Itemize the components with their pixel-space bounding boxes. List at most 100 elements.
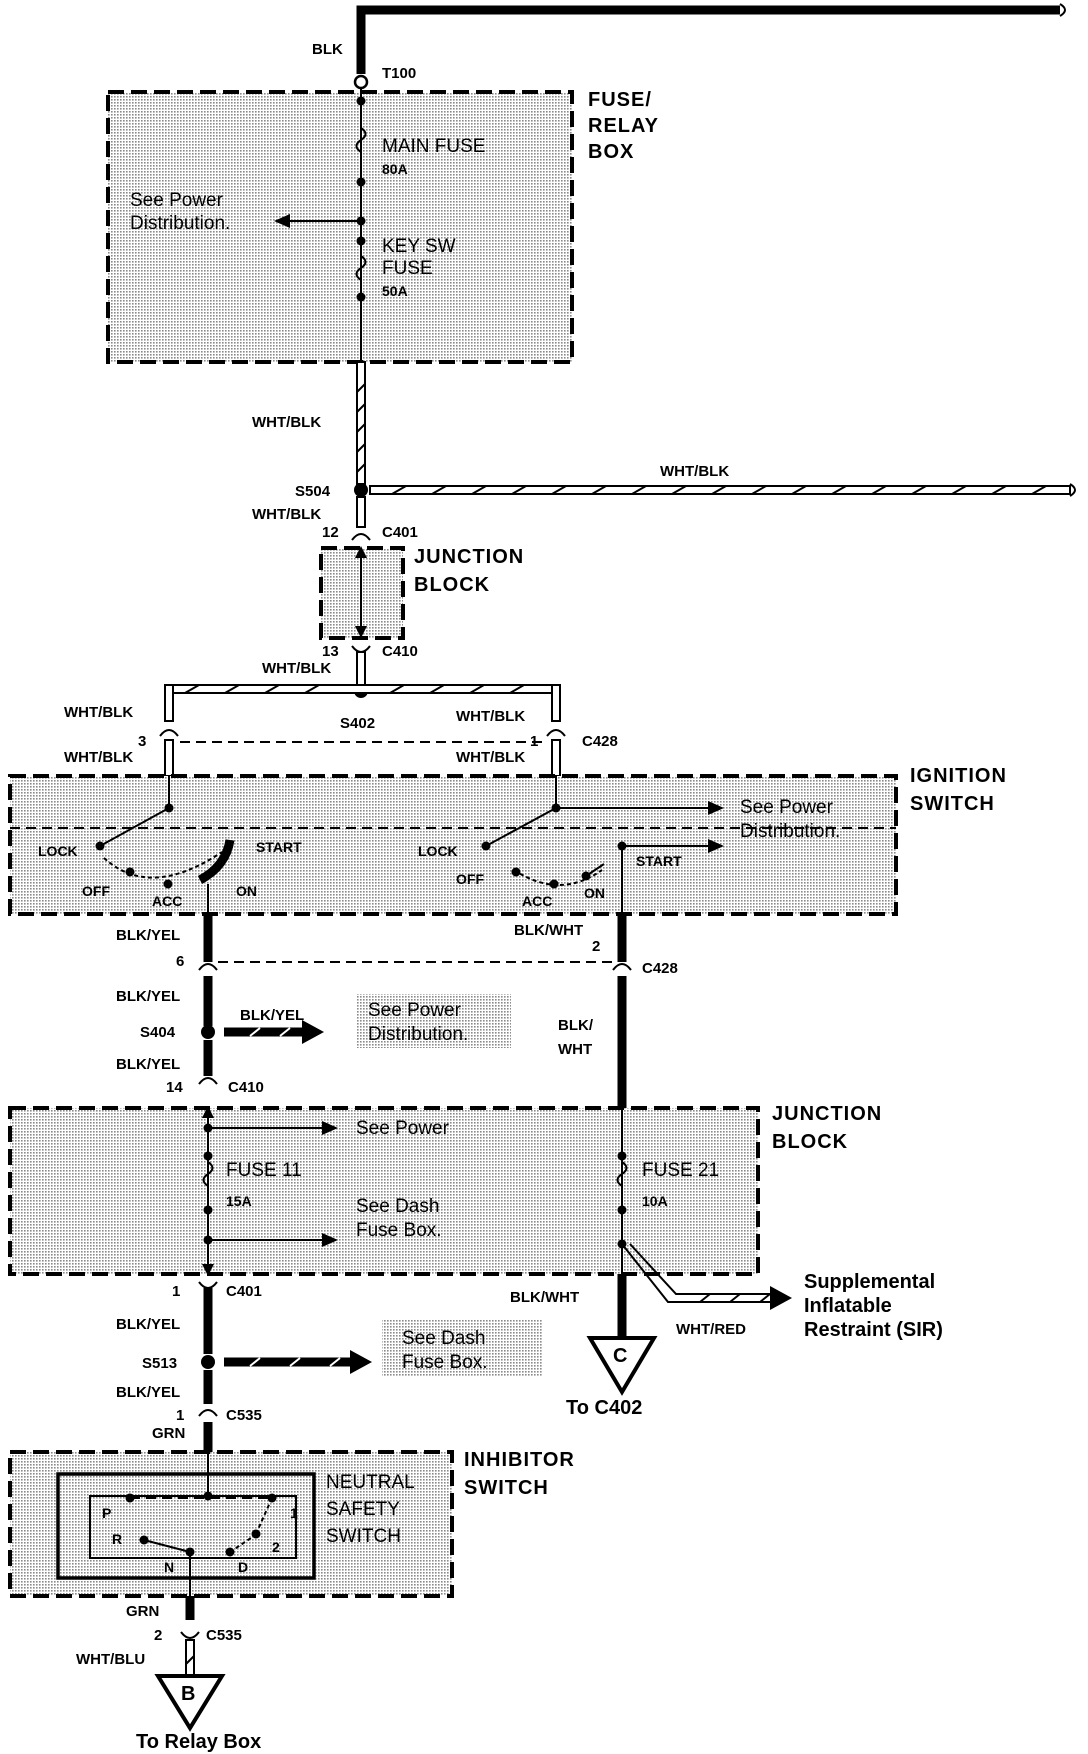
wht-blk-right-lower: WHT/BLK [456,749,525,766]
s513-label: S513 [142,1355,177,1372]
fuse-21-rating: 10A [642,1193,668,1209]
wht-red-label: WHT/RED [676,1321,746,1338]
pin-2-label: 2 [592,938,600,955]
jb-see-power-text: See Power [356,1118,450,1139]
s404-label: S404 [140,1024,176,1041]
wht-blk-left-lower: WHT/BLK [64,749,133,766]
off-label-left: OFF [82,883,110,899]
wht-blk-label-2: WHT/BLK [252,506,321,523]
key-sw-rating: 50A [382,283,408,299]
fuse-relay-box: MAIN FUSE 80A KEY SW FUSE 50A See Power … [106,88,659,364]
main-fuse-rating: 80A [382,161,408,177]
junction-mid-title-1: JUNCTION [772,1103,882,1125]
pin-12-label: 12 [322,524,339,541]
to-relay-box-text: To Relay Box [136,1731,261,1753]
c428-label-mid: C428 [642,960,678,977]
ignition-title-2: SWITCH [910,793,995,815]
blk-yel-branch-label: BLK/YEL [240,1007,304,1024]
blk-yel-label-3: BLK/YEL [116,1056,180,1073]
start-label-left: START [256,839,302,855]
grn-label-bottom: GRN [126,1603,159,1620]
c428-connectors-top: 3 1 C428 WHT/BLK WHT/BLK [64,729,618,777]
wht-blk-wire-1: WHT/BLK [252,361,366,485]
connector-b: B To Relay Box [136,1674,261,1753]
blk-wht-label-2a: BLK/ [558,1017,594,1034]
blk-yel-wire-lower: BLK/YEL 14 C410 [116,1040,264,1096]
pin-3-label: 3 [138,733,146,750]
blk-label: BLK [312,41,343,58]
t100-label: T100 [382,65,416,82]
junction-mid-title-2: BLOCK [772,1131,848,1153]
pin-1-c535-label: 1 [176,1407,184,1424]
blk-yel-label-1: BLK/YEL [116,927,180,944]
fuse-11-label: FUSE 11 [226,1160,302,1181]
blk-wht-label-2b: WHT [558,1041,592,1058]
see-power-text: See Power [130,190,224,211]
blk-yel-label-5: BLK/YEL [116,1384,180,1401]
blk-yel-wire-bottom: 1 C401 BLK/YEL [116,1281,262,1354]
wht-blk-right-upper: WHT/BLK [456,708,525,725]
sir-text-2: Inflatable [804,1295,892,1317]
jb-fuse-box-text: Fuse Box. [356,1220,442,1241]
junction-top-title-2: BLOCK [414,574,490,596]
acc-label-right: ACC [522,893,552,909]
main-fuse-label: MAIN FUSE [382,136,485,157]
ignition-title-1: IGNITION [910,765,1007,787]
s504-splice: S504 WHT/BLK WHT/BLK [252,463,1076,523]
s513-fuse-box: Fuse Box. [402,1352,488,1373]
blk-yel-wire-upper: BLK/YEL 6 BLK/YEL [116,914,618,1026]
acc-label-left: ACC [152,893,182,909]
ign-distribution-text: Distribution. [740,821,840,842]
blk-yel-label-4: BLK/YEL [116,1316,180,1333]
blk-yel-label-2: BLK/YEL [116,988,180,1005]
junction-top-title-1: JUNCTION [414,546,524,568]
inhibitor-switch-box: P R N D 1 2 NEUTRAL SAFETY SWITCH INHIBI… [8,1449,575,1598]
fuse-relay-title-1: FUSE/ [588,89,652,111]
neutral-text-1: NEUTRAL [326,1472,415,1493]
neutral-text-2: SAFETY [326,1499,400,1520]
pos-2-label: 2 [272,1539,280,1555]
pos-r-label: R [112,1531,122,1547]
key-sw-label-2: FUSE [382,258,433,279]
s404-distribution: Distribution. [368,1024,468,1045]
s513-see-dash: See Dash [402,1328,485,1349]
blk-wht-label-1: BLK/WHT [514,922,583,939]
to-c402-text: To C402 [566,1397,642,1419]
fuse-11-rating: 15A [226,1193,252,1209]
jb-see-dash-text: See Dash [356,1196,439,1217]
pin-1-c401-label: 1 [172,1283,180,1300]
connector-b-letter: B [181,1683,196,1705]
blk-wht-label-3: BLK/WHT [510,1289,579,1306]
s404-see-power: See Power [368,1000,462,1021]
c401-label-mid: C401 [226,1283,262,1300]
s402-label: S402 [340,715,375,732]
c535-label-bottom: C535 [206,1627,242,1644]
wht-blk-left-upper: WHT/BLK [64,704,133,721]
ignition-switch-box: LOCK OFF ACC ON START LOCK OFF ACC ON ST… [8,765,1007,916]
on-label-right: ON [584,885,605,901]
c428-label-top: C428 [582,733,618,750]
inhibitor-title-2: SWITCH [464,1477,549,1499]
s402-splice: S402 WHT/BLK WHT/BLK [64,684,561,732]
fuse-relay-title-2: RELAY [588,115,659,137]
lock-label-right: LOCK [418,843,458,859]
pin-1-label: 1 [530,733,538,750]
s504-label: S504 [295,483,331,500]
neutral-text-3: SWITCH [326,1526,401,1547]
connector-c: BLK/WHT C To C402 [510,1274,658,1419]
junction-block-top: JUNCTION BLOCK [319,546,524,640]
pos-1-label: 1 [290,1505,298,1521]
pos-p-label: P [102,1505,111,1521]
pin-2-c535-label: 2 [154,1627,162,1644]
start-label-right: START [636,853,682,869]
wht-blk-branch-label: WHT/BLK [660,463,729,480]
inhibitor-title-1: INHIBITOR [464,1449,575,1471]
grn-wire-bottom: GRN 2 C535 WHT/BLU [76,1596,242,1677]
fuse-21-label: FUSE 21 [642,1160,719,1181]
wht-blk-label-1: WHT/BLK [252,414,321,431]
c535-label-top: C535 [226,1407,262,1424]
off-label-right: OFF [456,871,484,887]
on-label-left: ON [236,883,257,899]
junction-block-mid: See Power FUSE 11 15A See Dash Fuse Box.… [8,1103,882,1276]
